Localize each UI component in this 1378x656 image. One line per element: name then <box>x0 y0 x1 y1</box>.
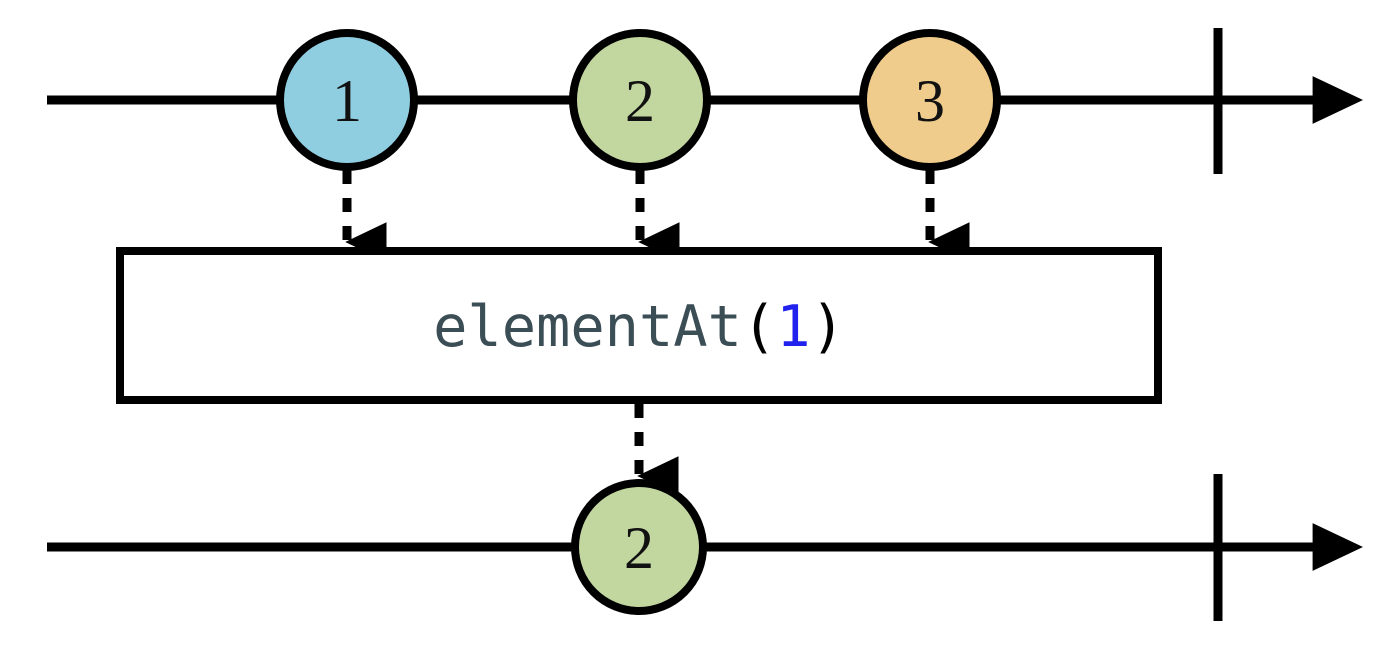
marble-circle[interactable] <box>276 29 418 171</box>
operator-box[interactable]: elementAt(1) <box>116 247 1162 404</box>
marble-label: 3 <box>915 68 945 134</box>
operator-argument: 1 <box>776 294 810 360</box>
source-marble-2[interactable]: 2 <box>569 29 711 171</box>
output-marble-1[interactable]: 2 <box>571 479 707 615</box>
marble-circle[interactable] <box>571 479 707 615</box>
operator-close-paren: ) <box>811 294 845 360</box>
operator-open-paren: ( <box>742 294 776 360</box>
source-marble-1[interactable]: 1 <box>276 29 418 171</box>
operator-label: elementAt(1) <box>433 294 845 360</box>
marble-label: 1 <box>332 68 362 134</box>
source-marble-3[interactable]: 3 <box>859 29 1001 171</box>
operator-box-outline[interactable] <box>116 247 1162 404</box>
marble-circle[interactable] <box>859 29 1001 171</box>
marble-circle[interactable] <box>569 29 711 171</box>
marble-label: 2 <box>624 515 654 581</box>
operator-name-text: elementAt <box>433 294 742 360</box>
marble-label: 2 <box>625 68 655 134</box>
